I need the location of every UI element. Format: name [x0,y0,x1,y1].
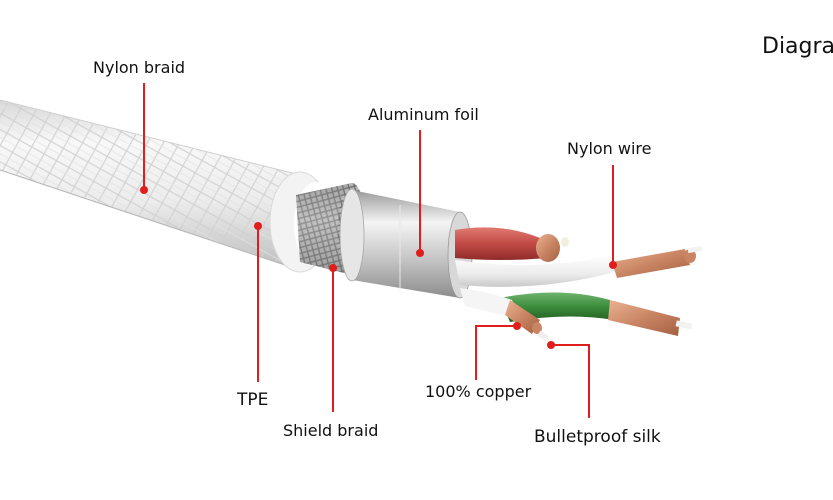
callout-lines [143,83,614,418]
callout-dot-nylon-wire [609,261,617,269]
callout-dot-bulletproof-silk [547,341,555,349]
label-nylon-wire: Nylon wire [567,139,652,158]
aluminum-foil-layer [339,188,473,299]
callout-dot-nylon-braid [140,186,148,194]
diagram-title: Diagra [762,34,833,59]
callout-dots [140,186,617,349]
label-aluminum-foil: Aluminum foil [368,105,479,124]
callout-dot-aluminum-foil [416,249,424,257]
label-bulletproof-silk: Bulletproof silk [534,427,661,447]
label-nylon-braid: Nylon braid [93,58,186,77]
callout-dot-copper [513,322,521,330]
label-tpe: TPE [237,390,269,410]
label-shield-braid: Shield braid [283,421,379,440]
callout-dot-tpe [254,222,262,230]
callout-line-bulletproof-silk [551,344,590,418]
nylon-braid-jacket [0,99,301,271]
callout-line-copper [475,325,517,380]
callout-dot-shield-braid [329,264,337,272]
copper-wire [460,288,549,342]
red-wire [455,227,569,262]
white-wire [455,245,703,287]
label-copper: 100% copper [425,382,532,401]
